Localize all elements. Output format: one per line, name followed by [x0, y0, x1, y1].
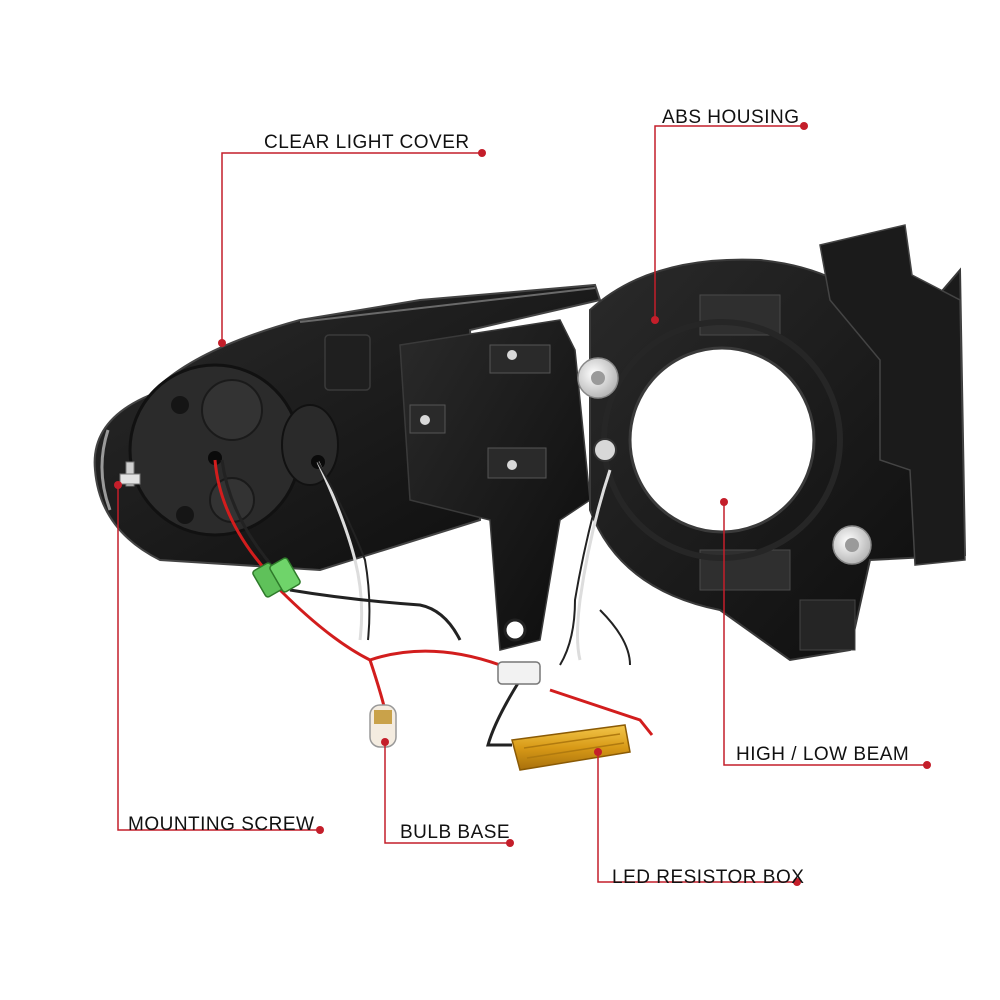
label-clear-light-cover: CLEAR LIGHT COVER	[264, 132, 470, 153]
label-mounting-screw: MOUNTING SCREW	[128, 814, 315, 835]
leader-lines	[117, 125, 927, 883]
mount-bracket	[324, 319, 591, 651]
beam-socket	[593, 438, 617, 462]
leader-dots	[114, 122, 931, 886]
housing-bolt-upper	[577, 357, 619, 399]
label-high-low-beam: HIGH / LOW BEAM	[736, 744, 910, 765]
label-bulb-base: BULB BASE	[400, 822, 511, 843]
led-resistor-box	[511, 724, 631, 771]
mounting-screw	[119, 461, 141, 487]
housing-bolt-lower	[832, 525, 872, 565]
inline-plug	[497, 661, 541, 685]
high-low-beam-opening	[601, 319, 843, 561]
bulb-base	[369, 704, 397, 748]
wire-connector	[252, 557, 301, 598]
signal-module	[119, 363, 339, 537]
label-led-resistor-box: LED RESISTOR BOX	[612, 867, 805, 888]
leader-abs-housing	[654, 125, 804, 320]
leader-bulb-base	[384, 742, 510, 844]
leader-mounting-screw	[117, 485, 320, 831]
leader-clear-light-cover	[221, 152, 482, 343]
leader-led-resistor-box	[597, 752, 797, 883]
leader-high-low-beam	[723, 502, 927, 766]
label-abs-housing: ABS HOUSING	[662, 107, 800, 128]
